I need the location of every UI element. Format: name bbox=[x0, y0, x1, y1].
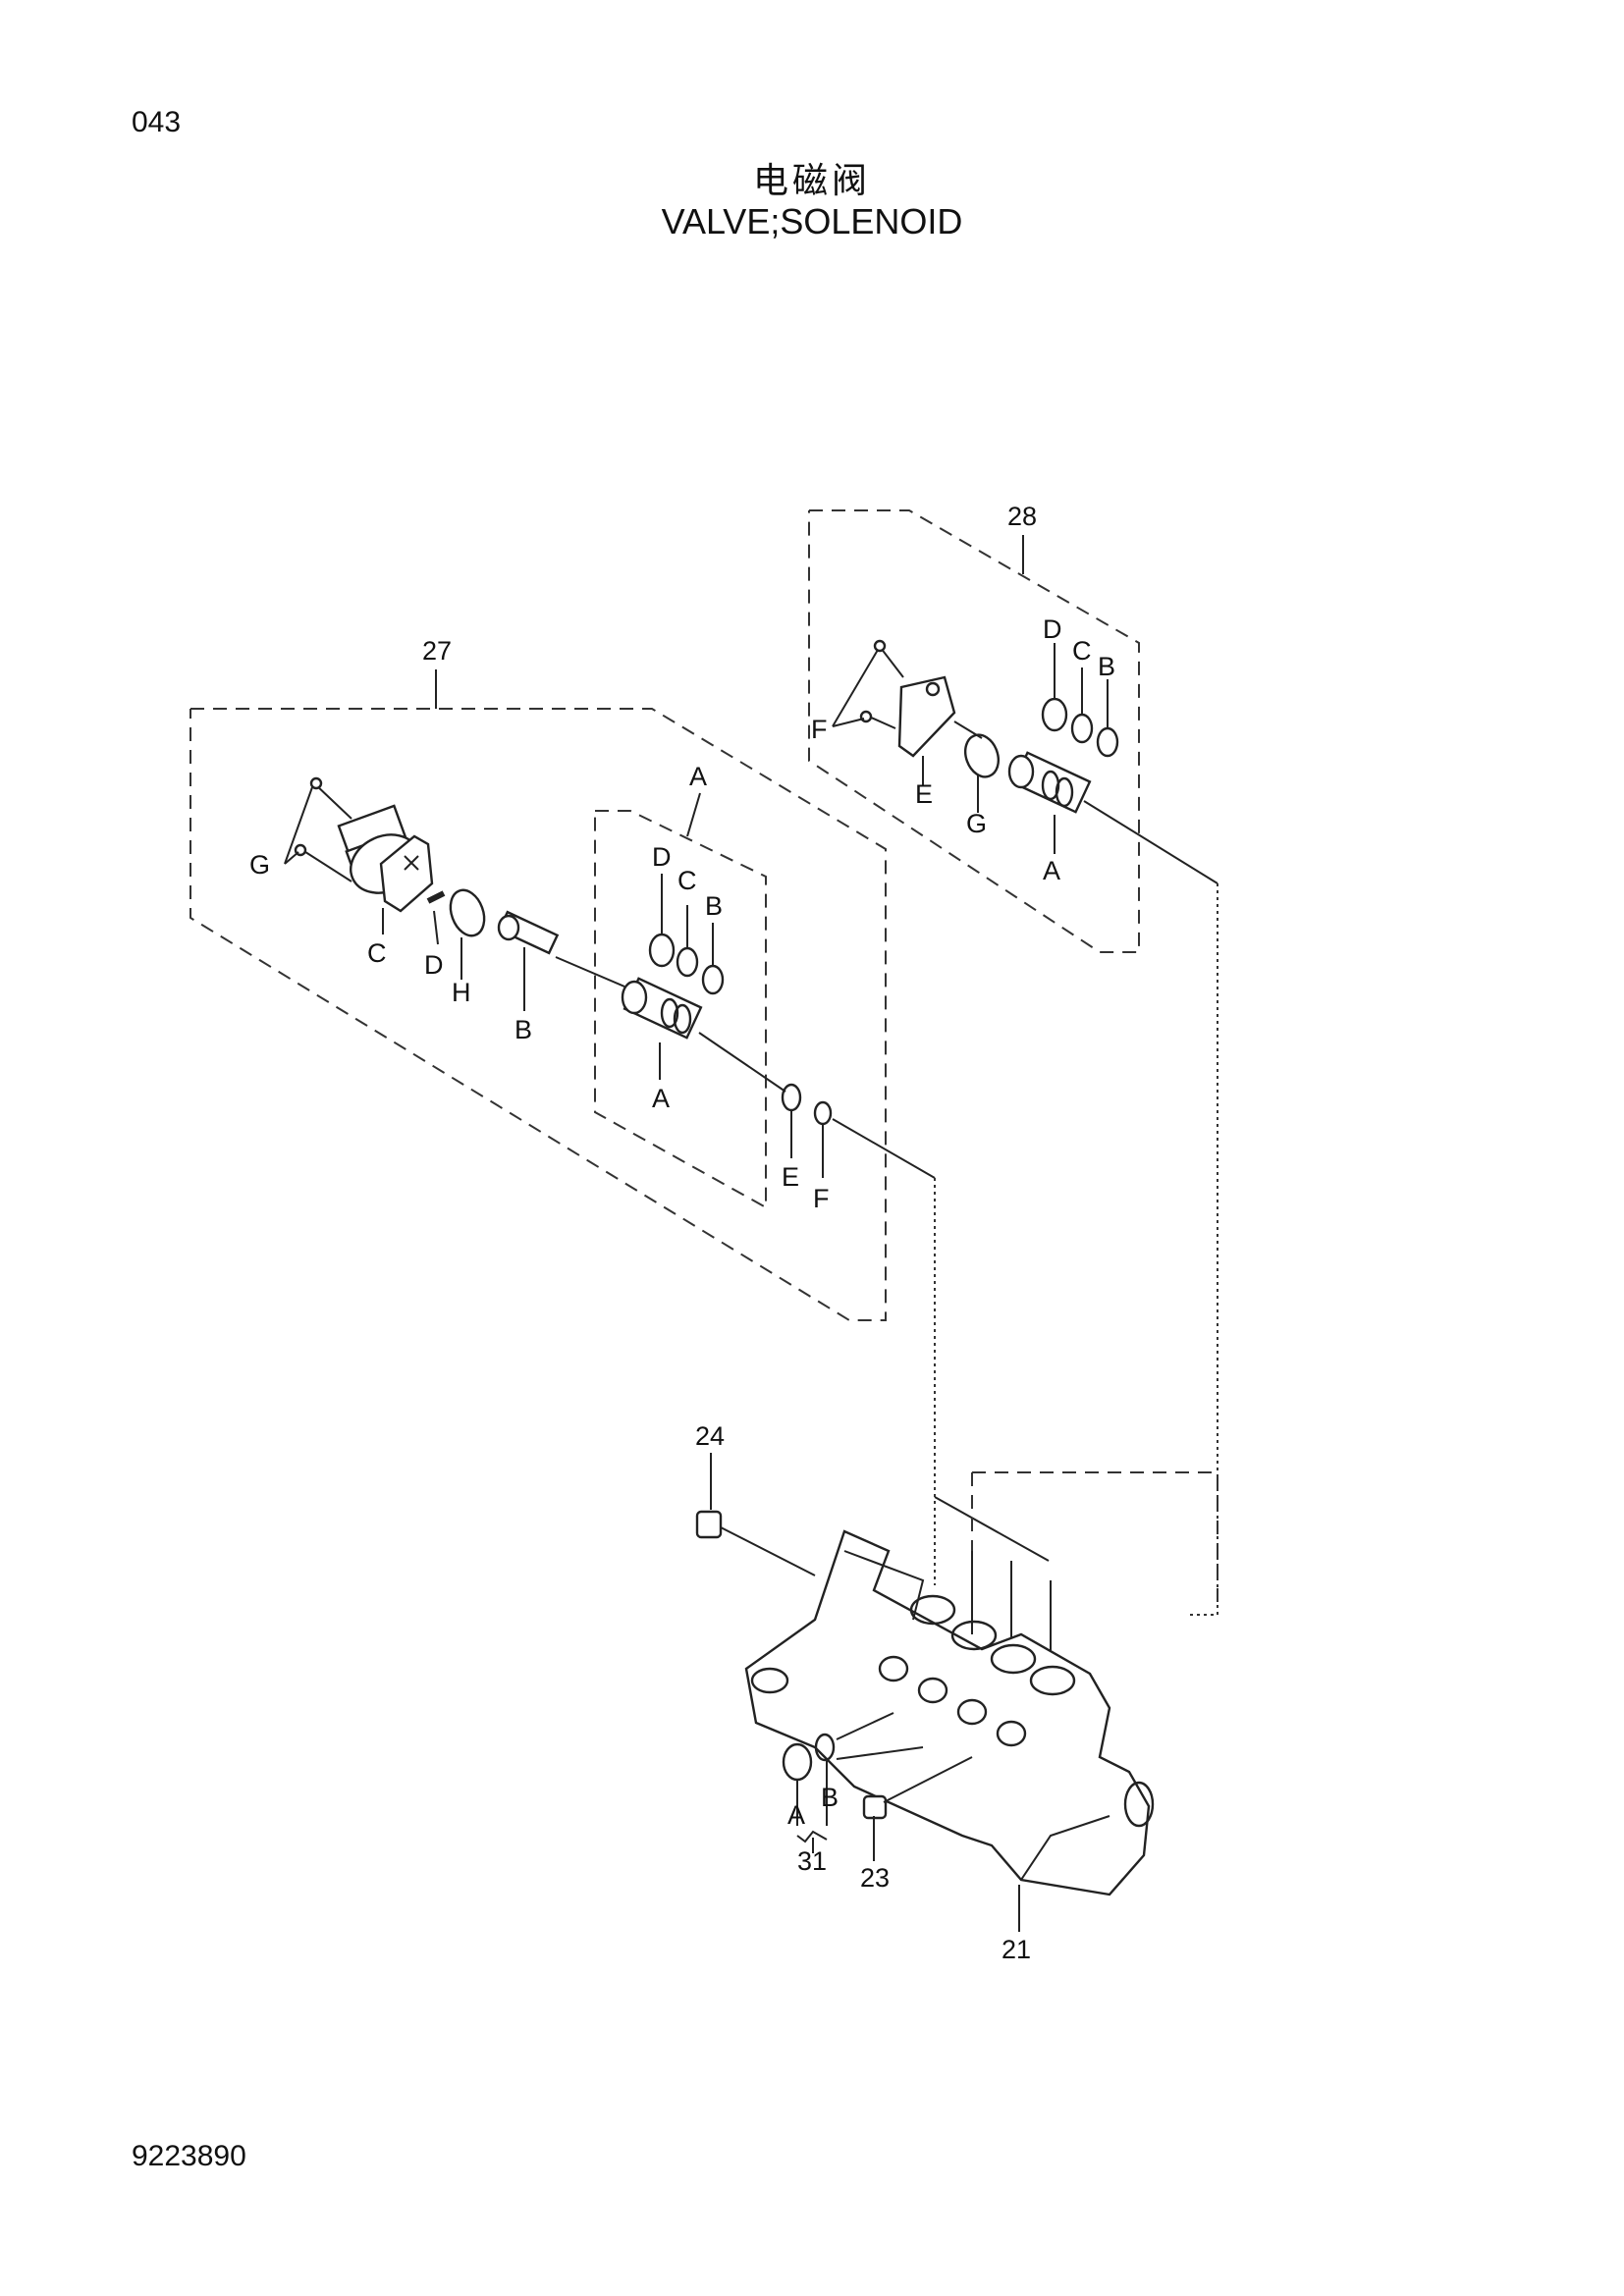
callout-21: 21 bbox=[1001, 1935, 1031, 1964]
seal-ring-d-28 bbox=[1041, 643, 1068, 732]
sub-assembly-a-boundary bbox=[594, 792, 767, 1209]
callout-c-coil: C bbox=[367, 938, 387, 968]
callout-27: 27 bbox=[422, 636, 452, 666]
callout-d-ring: D bbox=[652, 842, 672, 872]
callout-d-ring-28: D bbox=[1043, 614, 1062, 644]
plug-cover bbox=[832, 639, 956, 785]
callout-a-sleeve-28: A bbox=[1043, 856, 1060, 885]
callout-c-ring-28: C bbox=[1072, 636, 1092, 666]
callout-h-ring: H bbox=[452, 978, 471, 1007]
callout-b-spool: B bbox=[514, 1015, 532, 1044]
callout-31: 31 bbox=[797, 1846, 827, 1876]
page-title: VALVE;SOLENOID bbox=[661, 201, 963, 241]
assembly-28-boundary bbox=[808, 509, 1140, 953]
callout-23: 23 bbox=[860, 1863, 890, 1893]
callout-e-ring: E bbox=[782, 1162, 799, 1192]
plug-24 bbox=[695, 1453, 816, 1576]
callout-f-screw-28: F bbox=[811, 715, 828, 744]
callout-c-ring: C bbox=[677, 866, 697, 895]
callout-b-ring: B bbox=[705, 891, 723, 921]
document-code: 9223890 bbox=[132, 2140, 246, 2172]
o-ring-f bbox=[813, 1100, 833, 1178]
spool-b bbox=[497, 910, 560, 1011]
valve-body bbox=[744, 1529, 1155, 1932]
callout-e-cover-28: E bbox=[915, 779, 933, 809]
seal-ring-b bbox=[701, 923, 725, 995]
solenoid-pin bbox=[426, 890, 446, 945]
o-ring-e bbox=[781, 1083, 802, 1158]
callout-b-ring-28: B bbox=[1098, 652, 1115, 681]
callout-g-ring-28: G bbox=[966, 809, 987, 838]
callout-a-plug: A bbox=[787, 1800, 805, 1830]
callout-a-top: A bbox=[689, 762, 707, 791]
solenoid-coil bbox=[284, 776, 434, 934]
callout-b-plug: B bbox=[821, 1783, 839, 1812]
page-title-chinese: 电磁阀 bbox=[752, 161, 871, 201]
callout-28: 28 bbox=[1007, 502, 1037, 531]
callout-a-sleeve: A bbox=[652, 1084, 670, 1113]
seal-ring-c bbox=[676, 905, 699, 978]
o-ring-h bbox=[449, 888, 486, 980]
seal-ring-b-28 bbox=[1096, 679, 1119, 758]
callout-f-ring: F bbox=[813, 1184, 830, 1213]
plug-23 bbox=[862, 1756, 973, 1861]
o-ring-g bbox=[963, 733, 1001, 813]
callout-24: 24 bbox=[695, 1421, 725, 1451]
assembly-27-boundary bbox=[189, 669, 887, 1321]
callout-g-screw: G bbox=[249, 850, 270, 880]
plug-31 bbox=[782, 1712, 924, 1853]
seal-ring-c-28 bbox=[1070, 667, 1094, 744]
sleeve-a-28 bbox=[1007, 751, 1092, 854]
seal-ring-d bbox=[648, 874, 676, 968]
page-number: 043 bbox=[132, 106, 182, 138]
sleeve-a bbox=[621, 977, 703, 1080]
callout-d-pin: D bbox=[424, 950, 444, 980]
